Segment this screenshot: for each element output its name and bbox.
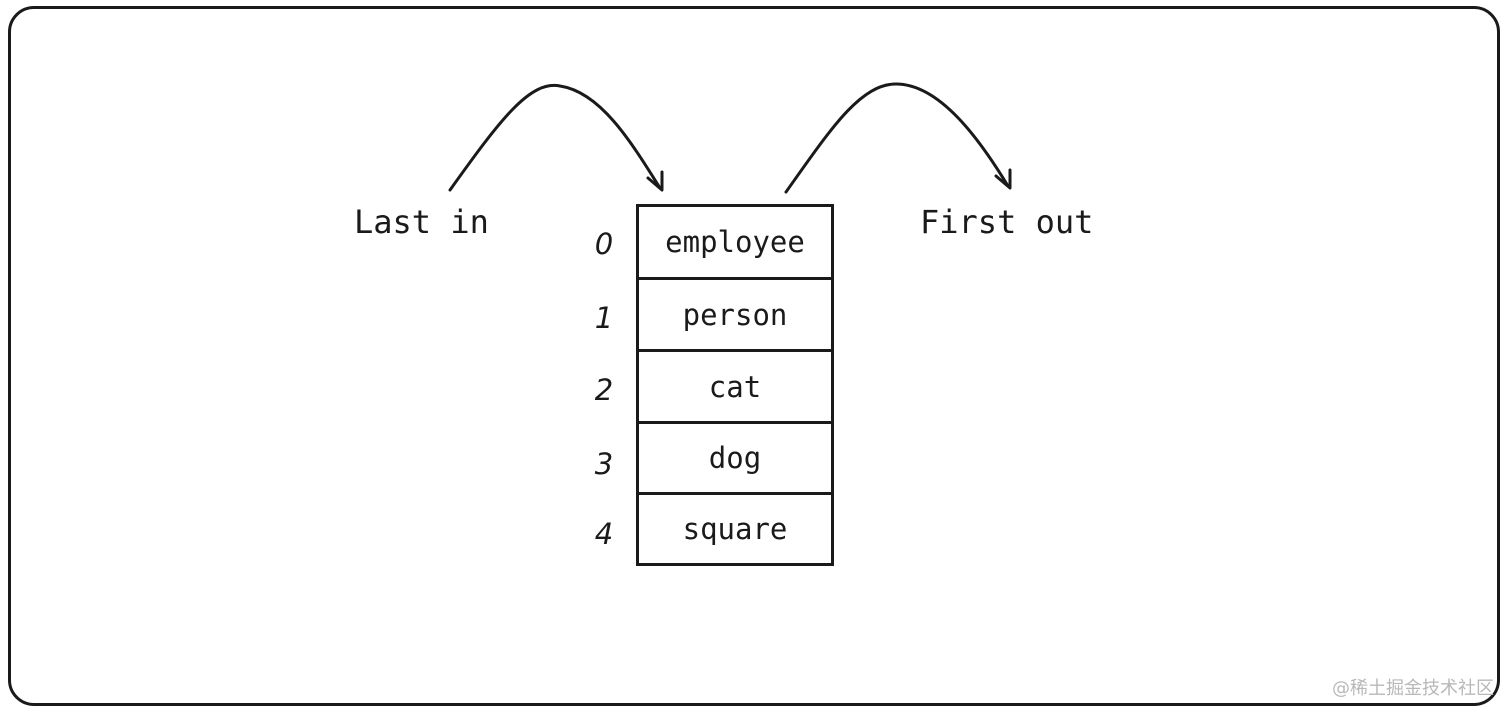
stack-cell-1: person — [636, 277, 834, 352]
push-arrow-head — [646, 170, 664, 192]
stack-cell-4: square — [636, 492, 834, 566]
stack-index-1: 1 — [594, 301, 614, 335]
first-out-label: First out — [920, 203, 1094, 241]
last-in-label: Last in — [354, 203, 489, 241]
push-arrow — [448, 83, 662, 192]
stack: employee person cat dog square — [636, 204, 834, 566]
stack-cell-0: employee — [636, 204, 834, 280]
stack-index-4: 4 — [594, 517, 614, 551]
stack-index-3: 3 — [594, 447, 614, 481]
pop-arrow — [784, 82, 1010, 194]
watermark: @稀土掘金技术社区 — [1332, 678, 1494, 699]
pop-arrow-head — [994, 168, 1012, 190]
stack-index-2: 2 — [594, 373, 614, 407]
stack-cell-2: cat — [636, 349, 834, 424]
stack-index-0: 0 — [594, 227, 614, 261]
stack-cell-3: dog — [636, 421, 834, 495]
